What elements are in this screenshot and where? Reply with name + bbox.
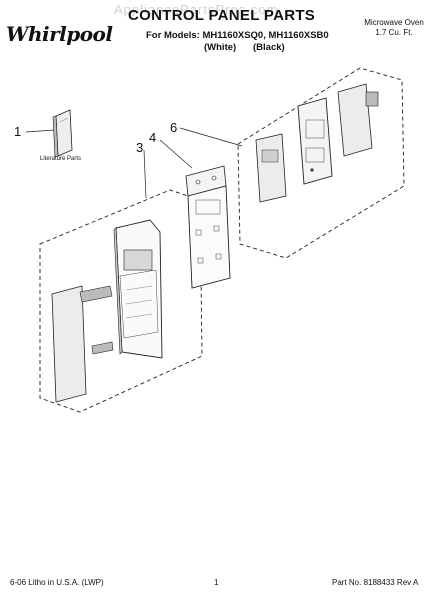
product-capacity: 1.7 Cu. Ft. [375, 28, 413, 37]
control-panel-assembly [113, 219, 163, 359]
leader-4 [159, 139, 193, 169]
leader-6 [179, 127, 243, 147]
brand-logo: Whirlpool [6, 22, 113, 46]
control-panel-frame [185, 165, 231, 289]
page-title: CONTROL PANEL PARTS [128, 7, 316, 24]
callout-4: 4 [149, 130, 157, 145]
panel-label-lower [91, 341, 114, 355]
callout-3: 3 [136, 140, 144, 155]
control-board-bracket [297, 97, 333, 185]
leader-1 [25, 129, 55, 133]
variant-black: (Black) [253, 42, 285, 53]
group-outline-6 [237, 67, 405, 259]
callout-6: 6 [170, 120, 178, 135]
literature-booklet [52, 109, 73, 158]
control-board-cover [337, 83, 379, 157]
page-number: 1 [214, 578, 219, 587]
literature-parts-label: Literature Parts [40, 156, 82, 162]
part-number: Part No. 8188433 Rev A [332, 578, 419, 587]
panel-overlay [51, 285, 87, 403]
footer-print-info: 6-06 Litho in U.S.A. (LWP) [10, 578, 104, 587]
variant-white: (White) [204, 42, 237, 53]
watermark: AppliancePartsPros.com [114, 2, 279, 17]
model-list: For Models: MH1160XSQ0, MH1160XSB0 [146, 30, 329, 41]
leader-3 [143, 149, 147, 199]
group-outline-3 [39, 189, 203, 413]
product-type: Microwave Oven [364, 18, 424, 27]
panel-label-upper [79, 285, 113, 303]
control-board-plate [255, 133, 287, 203]
callout-1: 1 [14, 124, 22, 139]
product-description: Microwave Oven 1.7 Cu. Ft. [362, 18, 426, 38]
